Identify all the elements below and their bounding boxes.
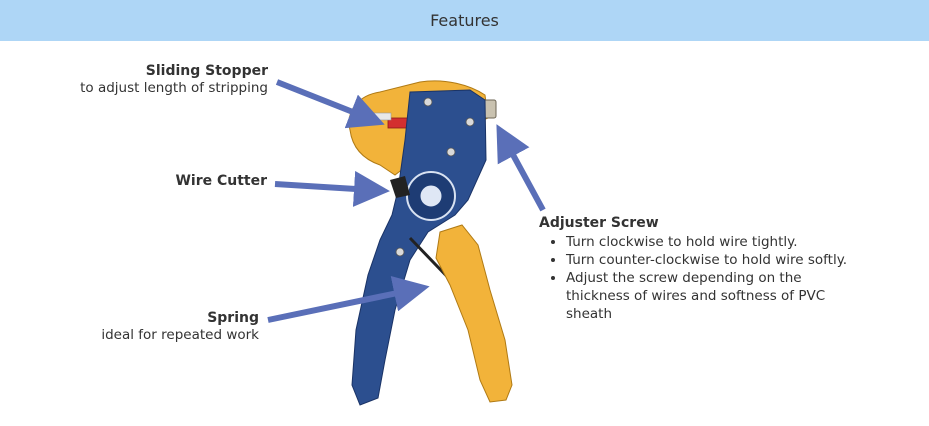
header-title: Features [430,11,499,30]
arrow-adjuster-screw [496,124,546,212]
adjuster-bullet: Adjust the screw depending on the thickn… [566,269,859,323]
wire-cutter-title: Wire Cutter [175,173,267,189]
spring-desc: ideal for repeated work [101,327,259,343]
sliding-stopper-callout: Sliding Stopper to adjust length of stri… [80,63,268,97]
spring-callout: Spring ideal for repeated work [101,310,259,344]
adjuster-screw-callout: Adjuster Screw Turn clockwise to hold wi… [539,215,859,323]
arrow-spring [267,276,430,323]
arrow-sliding-stopper [275,79,385,129]
yellow-handle [435,224,513,403]
wire-stripper-illustration [348,80,513,406]
blue-body [351,89,487,406]
wire-cutter-callout: Wire Cutter [175,173,267,189]
features-header: Features [0,0,929,41]
adjuster-screw-title: Adjuster Screw [539,215,659,231]
spring-title: Spring [207,310,259,326]
sliding-stopper-title: Sliding Stopper [145,63,268,79]
adjuster-bullet: Turn clockwise to hold wire tightly. [566,233,859,251]
wire-cutter-part [390,176,410,198]
sliding-stopper-desc: to adjust length of stripping [80,80,268,96]
arrow-wire-cutter [274,170,390,207]
adjuster-screw-bullets: Turn clockwise to hold wire tightly. Tur… [539,233,859,323]
adjuster-bullet: Turn counter-clockwise to hold wire soft… [566,251,859,269]
